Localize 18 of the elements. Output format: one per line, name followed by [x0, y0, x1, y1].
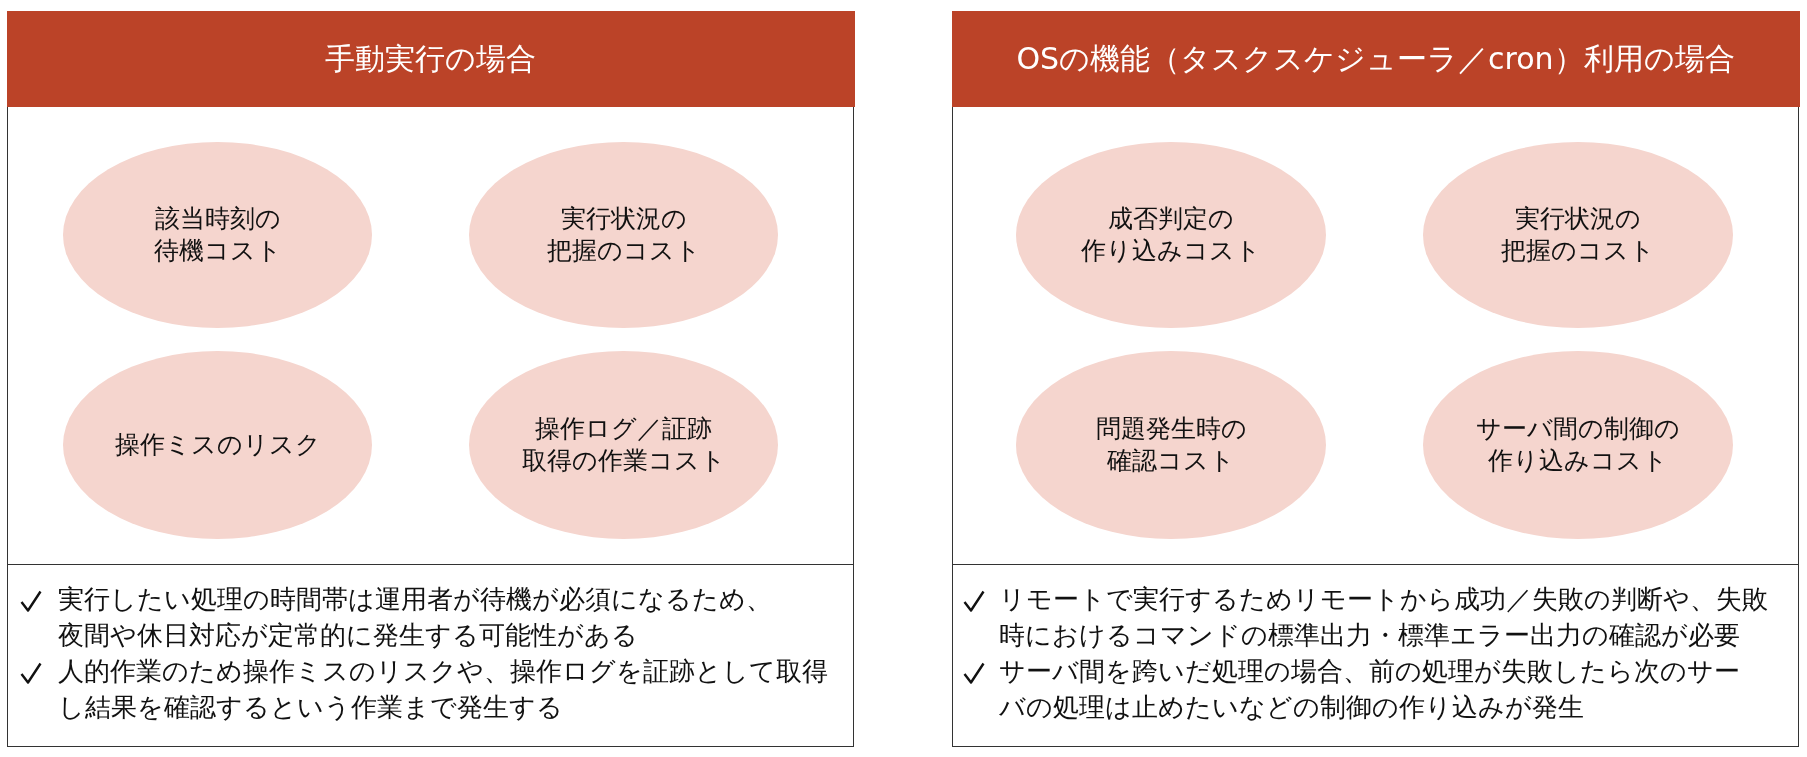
bullet-text: サーバ間を跨いだ処理の場合、前の処理が失敗したら次のサーバの処理は止めたいなどの制御の作り込みが発生 [998, 655, 1740, 724]
ellipse-label: 成否判定の作り込みコスト [1081, 202, 1261, 267]
ellipse-label: サーバ間の制御の作り込みコスト [1476, 412, 1680, 477]
ellipse-label: 実行状況の把握のコスト [1501, 202, 1655, 267]
bullet-text: 人的作業のため操作ミスのリスクや、操作ログを証跡として取得し結果を確認するという作業まで発生する [57, 655, 828, 724]
ellipse-label: 操作ログ／証跡取得の作業コスト [521, 412, 726, 477]
panel-title: OSの機能（タスクスケジューラ／cron）利用の場合 [1016, 40, 1735, 77]
bullet-text: リモートで実行するためリモートから成功／失敗の判断や、失敗時におけるコマンドの標準出力・標準エラー出力の確認が必要 [998, 583, 1768, 652]
comparison-panel [7, 11, 854, 746]
comparison-panel [952, 11, 1799, 746]
bullet-text: 実行したい処理の時間帯は運用者が待機が必須になるため、夜間や休日対応が定常的に発生する可能性がある [57, 583, 772, 652]
ellipse-label: 該当時刻の待機コスト [153, 202, 282, 267]
notes-box [951, 564, 1799, 747]
panel-title: 手動実行の場合 [325, 40, 536, 77]
ellipse-label: 実行状況の把握のコスト [546, 202, 701, 267]
ellipse-label: 操作ミスのリスク [114, 428, 321, 461]
ellipse-label: 問題発生時の確認コスト [1095, 412, 1247, 477]
notes-box [6, 564, 854, 747]
